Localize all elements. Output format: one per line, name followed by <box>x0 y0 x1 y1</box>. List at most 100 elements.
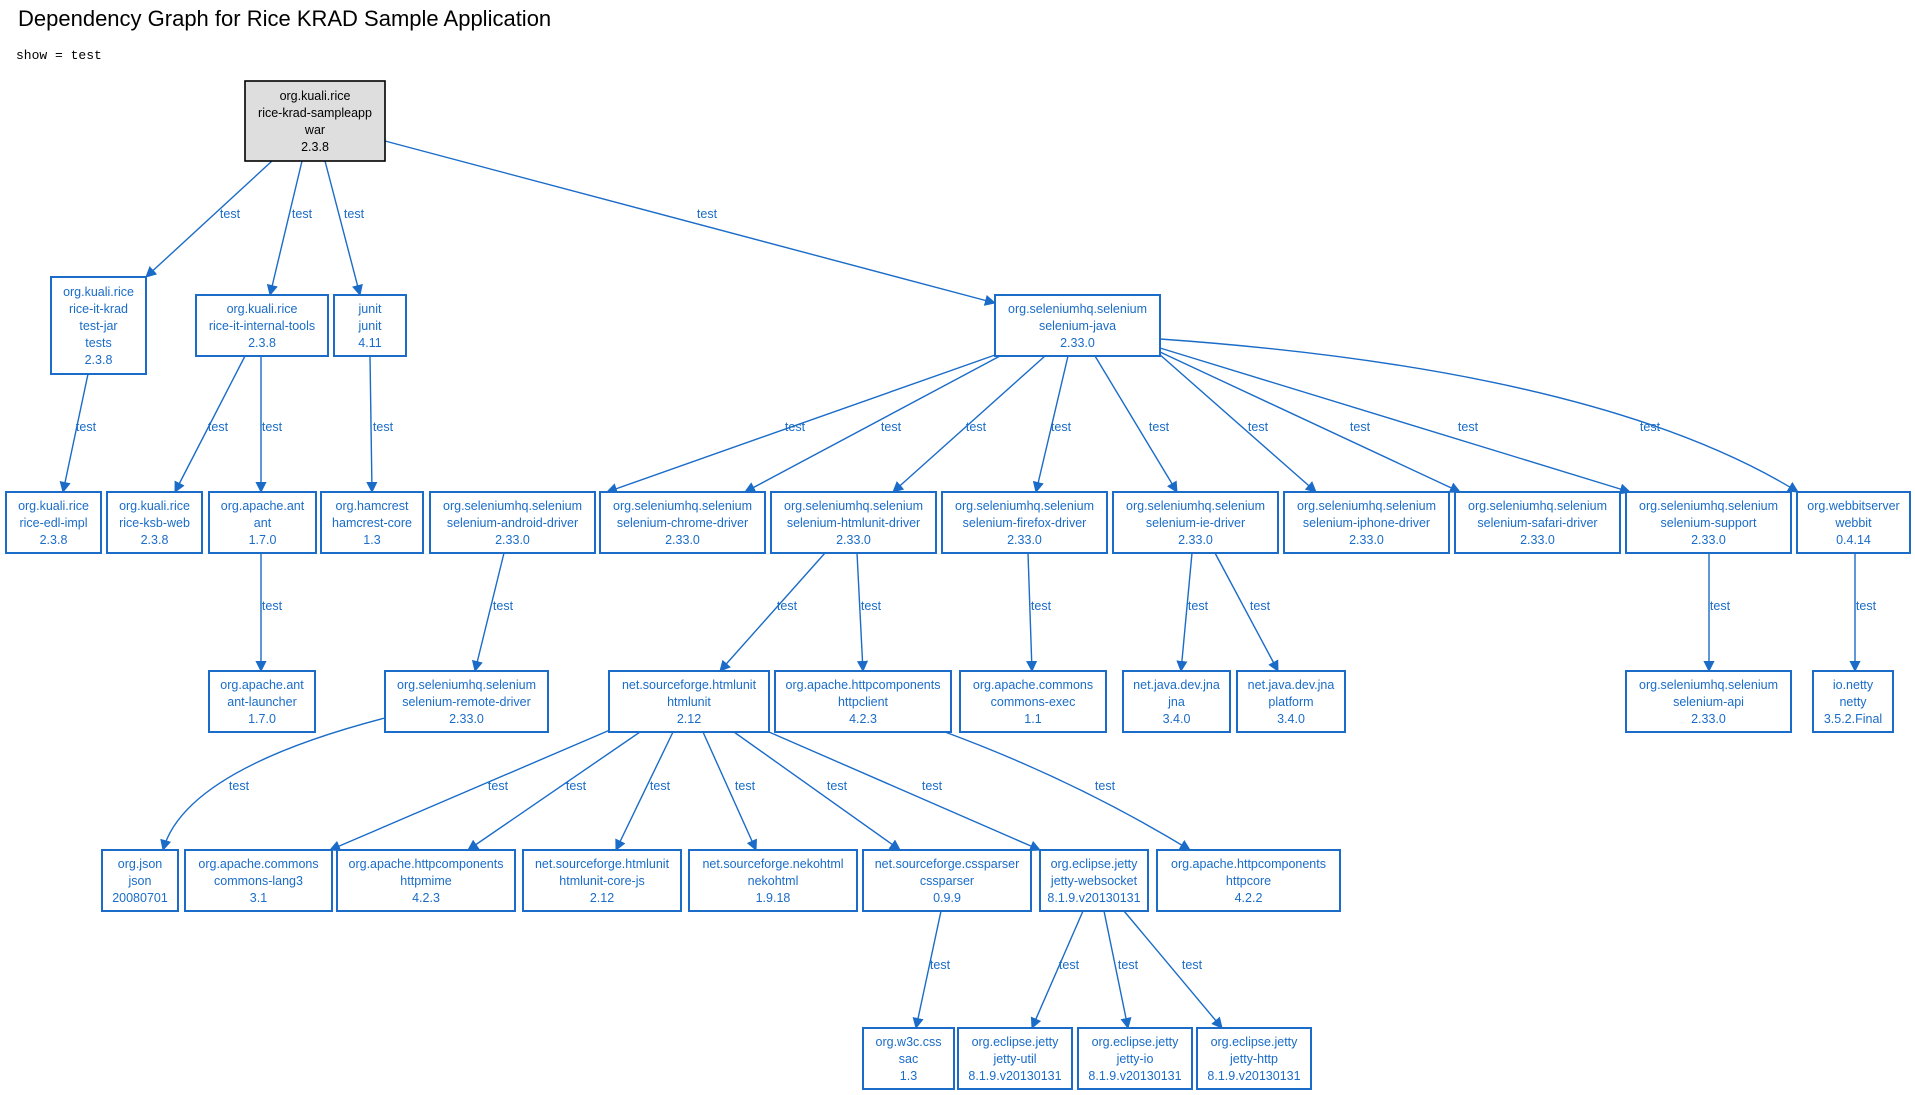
node-label-line: war <box>304 123 325 137</box>
node-label-line: selenium-iphone-driver <box>1303 516 1430 530</box>
artifact-node[interactable]: org.kuali.ricerice-it-kradtest-jartests2… <box>50 276 147 375</box>
node-box <box>1625 491 1792 554</box>
node-label-line: net.sourceforge.htmlunit <box>622 678 757 692</box>
node-label-line: 1.3 <box>363 533 380 547</box>
node-box <box>1077 1027 1193 1090</box>
edge-scope-label: test <box>777 599 798 613</box>
dependency-edge: test <box>892 355 1046 493</box>
node-label-line: sac <box>899 1052 918 1066</box>
node-box <box>608 670 770 733</box>
node-label-line: org.kuali.rice <box>227 302 298 316</box>
node-label-line: org.kuali.rice <box>280 89 351 103</box>
edge-arrow <box>1159 351 1462 493</box>
edge-scope-label: test <box>1149 420 1170 434</box>
edge-arrow <box>944 731 1191 851</box>
node-label-line: rice-it-internal-tools <box>209 319 315 333</box>
node-label-line: net.java.dev.jna <box>1133 678 1220 692</box>
page-title: Dependency Graph for Rice KRAD Sample Ap… <box>18 6 552 31</box>
node-label-line: org.seleniumhq.selenium <box>397 678 536 692</box>
node-label-line: selenium-firefox-driver <box>963 516 1087 530</box>
node-box <box>106 491 203 554</box>
edge-scope-label: test <box>1118 958 1139 972</box>
edge-scope-label: test <box>1188 599 1209 613</box>
edge-arrow <box>328 729 611 852</box>
edge-arrow <box>1103 910 1132 1030</box>
edge-arrow <box>702 731 757 852</box>
node-label-line: selenium-ie-driver <box>1146 516 1245 530</box>
node-label-line: org.seleniumhq.selenium <box>613 499 752 513</box>
node-label-line: org.seleniumhq.selenium <box>784 499 923 513</box>
artifact-node[interactable]: org.seleniumhq.seleniumselenium-api2.33.… <box>1625 670 1792 733</box>
edge-arrow <box>366 355 378 494</box>
root-artifact-node[interactable]: org.kuali.ricerice-krad-sampleappwar2.3.… <box>244 80 386 162</box>
edge-arrow <box>733 731 901 851</box>
node-label-line: io.netty <box>1833 678 1874 692</box>
edge-arrow <box>467 731 641 851</box>
edge-scope-label: test <box>1095 779 1116 793</box>
node-label-line: org.kuali.rice <box>119 499 190 513</box>
artifact-node[interactable]: org.seleniumhq.seleniumselenium-remote-d… <box>384 670 549 733</box>
edge-scope-label: test <box>1182 958 1203 972</box>
node-label-line: 4.2.3 <box>412 891 440 905</box>
node-label-line: org.apache.httpcomponents <box>786 678 941 692</box>
artifact-node[interactable]: org.seleniumhq.seleniumselenium-safari-d… <box>1454 491 1621 554</box>
node-label-line: org.apache.ant <box>220 678 304 692</box>
node-label-line: 4.11 <box>358 336 381 350</box>
dependency-edge: test <box>856 552 882 673</box>
artifact-node[interactable]: org.eclipse.jettyjetty-http8.1.9.v201301… <box>1196 1027 1312 1090</box>
node-label-line: 2.33.0 <box>1060 336 1095 350</box>
artifact-node[interactable]: org.seleniumhq.seleniumselenium-htmlunit… <box>770 491 937 554</box>
edge-scope-label: test <box>1031 599 1052 613</box>
dependency-edge: test <box>733 731 901 851</box>
artifact-node[interactable]: org.seleniumhq.seleniumselenium-android-… <box>429 491 596 554</box>
node-label-line: org.apache.commons <box>198 857 318 871</box>
artifact-node[interactable]: org.seleniumhq.seleniumselenium-ie-drive… <box>1112 491 1279 554</box>
node-label-line: 1.3 <box>900 1069 917 1083</box>
artifact-node[interactable]: net.sourceforge.htmlunithtmlunit-core-js… <box>522 849 682 912</box>
artifact-node[interactable]: org.kuali.ricerice-it-internal-tools2.3.… <box>195 294 329 357</box>
edge-scope-label: test <box>827 779 848 793</box>
node-box <box>599 491 766 554</box>
artifact-node[interactable]: org.seleniumhq.seleniumselenium-chrome-d… <box>599 491 766 554</box>
node-label-line: 20080701 <box>112 891 168 905</box>
edge-arrow <box>145 160 273 278</box>
edge-arrow <box>1026 552 1038 673</box>
edge-arrow <box>1094 355 1178 493</box>
node-label-line: 2.33.0 <box>1691 712 1726 726</box>
edge-arrow <box>160 717 386 852</box>
artifact-node[interactable]: org.seleniumhq.seleniumselenium-java2.33… <box>994 294 1161 357</box>
node-label-line: nekohtml <box>748 874 799 888</box>
artifact-node[interactable]: org.seleniumhq.seleniumselenium-firefox-… <box>941 491 1108 554</box>
edge-arrow <box>912 910 942 1030</box>
node-label-line: rice-krad-sampleapp <box>258 106 372 120</box>
edge-scope-label: test <box>1640 420 1661 434</box>
node-label-line: 2.33.0 <box>1691 533 1726 547</box>
edge-scope-label: test <box>76 420 97 434</box>
artifact-node[interactable]: org.seleniumhq.seleniumselenium-iphone-d… <box>1283 491 1450 554</box>
artifact-node[interactable]: org.eclipse.jettyjetty-util8.1.9.v201301… <box>957 1027 1073 1090</box>
artifact-node[interactable]: org.eclipse.jettyjetty-websocket8.1.9.v2… <box>1039 849 1149 912</box>
artifact-node[interactable]: org.seleniumhq.seleniumselenium-support2… <box>1625 491 1792 554</box>
dependency-edge: test <box>1159 347 1632 495</box>
